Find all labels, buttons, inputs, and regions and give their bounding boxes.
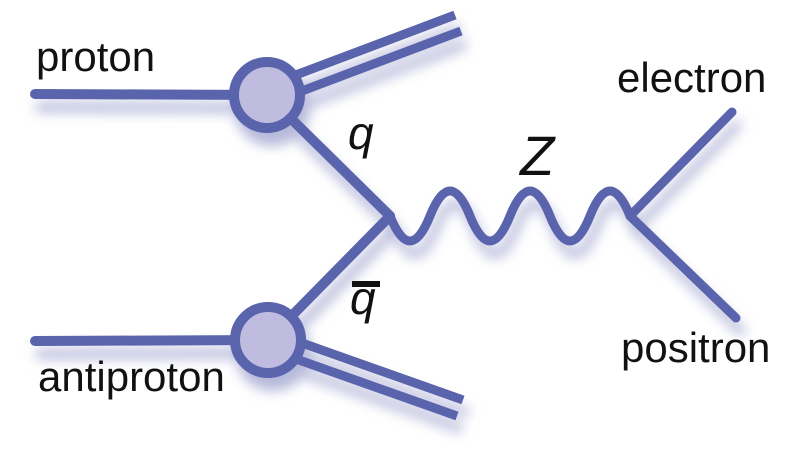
electron-line xyxy=(625,107,737,221)
antiproton-label: antiproton xyxy=(38,353,225,400)
antiproton-vertex-blob xyxy=(230,302,306,378)
z-boson-label: Z xyxy=(520,124,555,187)
antiproton-line xyxy=(30,335,273,346)
electron-label: electron xyxy=(617,54,767,101)
positron-line xyxy=(625,211,741,323)
proton-vertex-blob xyxy=(229,57,305,133)
proton-line xyxy=(30,89,272,100)
antiquark-overbar xyxy=(352,281,380,287)
positron-label: positron xyxy=(621,324,771,371)
z-boson-wave xyxy=(385,186,635,246)
quark-label: q xyxy=(348,107,374,159)
proton-label: proton xyxy=(36,33,156,80)
